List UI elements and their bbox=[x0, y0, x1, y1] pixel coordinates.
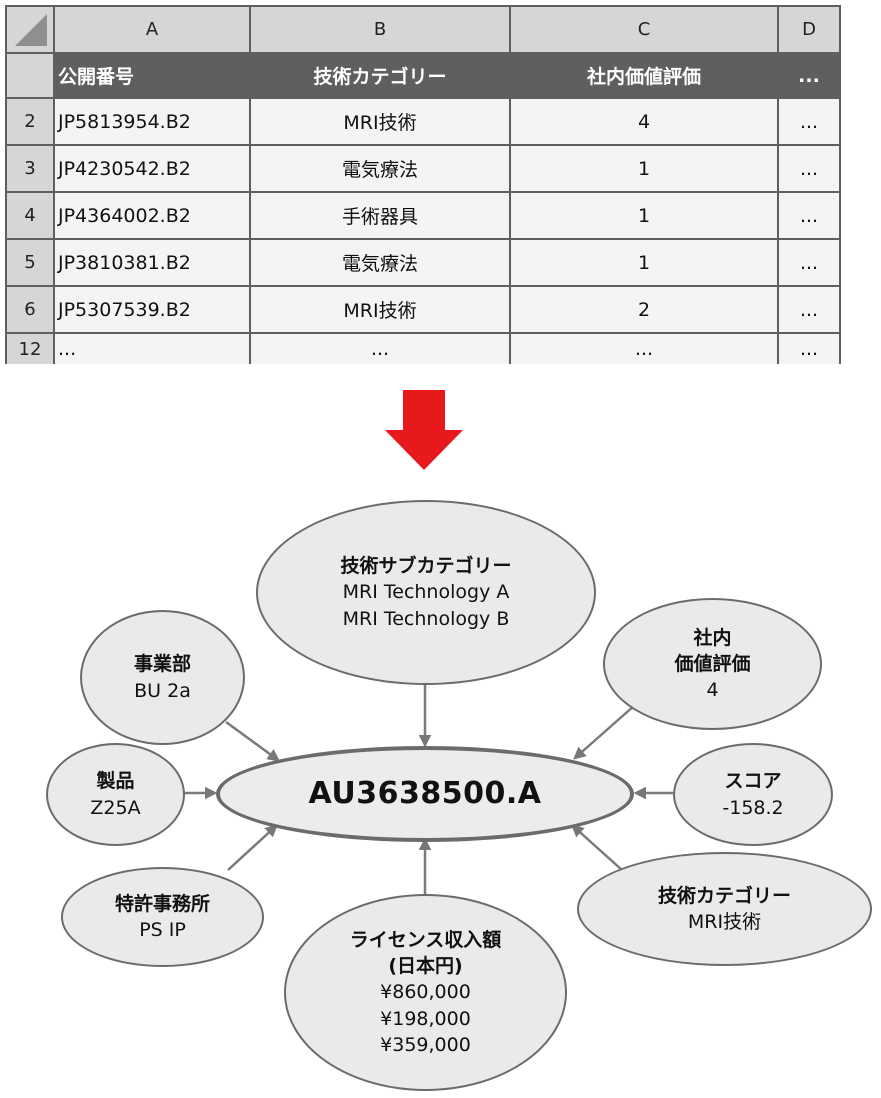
column-header-a[interactable]: A bbox=[55, 7, 249, 52]
connector-category bbox=[571, 824, 623, 871]
node-title: 技術サブカテゴリー bbox=[340, 555, 512, 578]
node-license-revenue: ライセンス収入額 (日本円) ¥860,000 ¥198,000 ¥359,00… bbox=[284, 894, 567, 1091]
column-header-c[interactable]: C bbox=[511, 7, 777, 52]
table-cell[interactable]: ... bbox=[779, 193, 839, 238]
row-header[interactable]: 5 bbox=[7, 240, 53, 285]
row-header[interactable]: 6 bbox=[7, 287, 53, 332]
table-cell[interactable]: 1 bbox=[511, 146, 777, 191]
node-value: 4 bbox=[706, 679, 719, 702]
node-title: 技術カテゴリー bbox=[657, 884, 791, 907]
table-cell[interactable]: 4 bbox=[511, 99, 777, 144]
table-cell[interactable]: 手術器具 bbox=[251, 193, 509, 238]
row-header-1[interactable] bbox=[7, 54, 53, 97]
row-header[interactable]: 2 bbox=[7, 99, 53, 144]
node-value: ¥359,000 bbox=[380, 1033, 471, 1056]
node-value: MRI Technology B bbox=[342, 607, 510, 630]
node-title: 製品 bbox=[96, 770, 135, 793]
table-cell[interactable]: ... bbox=[779, 287, 839, 332]
node-center-patent: AU3638500.A bbox=[216, 746, 634, 842]
node-value: ¥860,000 bbox=[380, 981, 471, 1004]
header-cell-internal-value[interactable]: 社内価値評価 bbox=[511, 54, 777, 97]
table-cell[interactable]: 電気療法 bbox=[251, 240, 509, 285]
node-title: 特許事務所 bbox=[114, 892, 210, 915]
connector-business bbox=[225, 720, 281, 762]
table-cell[interactable]: ... bbox=[779, 240, 839, 285]
table-cell[interactable]: ... bbox=[779, 99, 839, 144]
row-header[interactable]: 12 bbox=[7, 334, 53, 364]
node-title: 社内 価値評価 bbox=[674, 626, 751, 675]
node-tech-subcategory: 技術サブカテゴリー MRI Technology A MRI Technolog… bbox=[256, 500, 596, 685]
center-patent-number: AU3638500.A bbox=[308, 776, 542, 812]
table-cell[interactable]: MRI技術 bbox=[251, 287, 509, 332]
node-value: MRI技術 bbox=[687, 911, 762, 933]
header-cell-tech-category[interactable]: 技術カテゴリー bbox=[251, 54, 509, 97]
spreadsheet: A B C D 公開番号 技術カテゴリー 社内価値評価 ... 2 JP5813… bbox=[5, 5, 841, 364]
column-header-d[interactable]: D bbox=[779, 7, 839, 52]
node-value: BU 2a bbox=[134, 679, 191, 702]
column-header-b[interactable]: B bbox=[251, 7, 509, 52]
table-cell[interactable]: JP5307539.B2 bbox=[55, 287, 249, 332]
node-value: PS IP bbox=[139, 919, 186, 941]
down-arrow-icon bbox=[385, 390, 463, 470]
table-cell[interactable]: JP3810381.B2 bbox=[55, 240, 249, 285]
select-all-triangle-icon bbox=[15, 14, 47, 46]
table-cell[interactable]: 1 bbox=[511, 240, 777, 285]
node-score: スコア -158.2 bbox=[673, 743, 833, 846]
row-header[interactable]: 3 bbox=[7, 146, 53, 191]
row-header[interactable]: 4 bbox=[7, 193, 53, 238]
table-cell[interactable]: 電気療法 bbox=[251, 146, 509, 191]
node-tech-category: 技術カテゴリー MRI技術 bbox=[577, 852, 872, 966]
connector-office bbox=[227, 824, 278, 871]
table-cell[interactable]: ... bbox=[55, 334, 249, 364]
node-business-unit: 事業部 BU 2a bbox=[80, 610, 245, 745]
header-cell-more[interactable]: ... bbox=[779, 54, 839, 97]
table-cell[interactable]: ... bbox=[779, 334, 839, 364]
table-cell[interactable]: 2 bbox=[511, 287, 777, 332]
node-value: -158.2 bbox=[722, 796, 784, 819]
table-cell[interactable]: JP4230542.B2 bbox=[55, 146, 249, 191]
node-patent-office: 特許事務所 PS IP bbox=[61, 867, 264, 967]
table-cell[interactable]: JP5813954.B2 bbox=[55, 99, 249, 144]
table-cell[interactable]: MRI技術 bbox=[251, 99, 509, 144]
table-cell[interactable]: JP4364002.B2 bbox=[55, 193, 249, 238]
table-cell[interactable]: ... bbox=[511, 334, 777, 364]
node-title: 事業部 bbox=[133, 653, 191, 676]
node-value: Z25A bbox=[90, 796, 141, 819]
header-cell-patent-number[interactable]: 公開番号 bbox=[55, 54, 249, 97]
node-internal-value: 社内 価値評価 4 bbox=[603, 598, 822, 730]
node-product: 製品 Z25A bbox=[46, 743, 185, 846]
connector-value bbox=[573, 704, 636, 760]
table-cell[interactable]: 1 bbox=[511, 193, 777, 238]
select-all-corner[interactable] bbox=[7, 7, 53, 52]
table-cell[interactable]: ... bbox=[779, 146, 839, 191]
table-cell[interactable]: ... bbox=[251, 334, 509, 364]
node-value: ¥198,000 bbox=[380, 1007, 471, 1030]
node-title: スコア bbox=[724, 770, 782, 793]
node-value: MRI Technology A bbox=[342, 581, 510, 604]
node-title: ライセンス収入額 (日本円) bbox=[349, 928, 502, 978]
